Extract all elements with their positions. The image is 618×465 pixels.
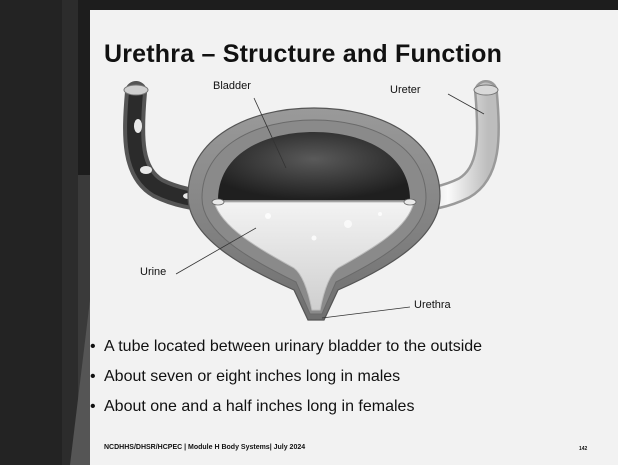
bullet-marker: • bbox=[90, 368, 104, 386]
slide-footer: NCDHHS/DHSR/HCPEC | Module H Body System… bbox=[104, 444, 305, 451]
bladder-diagram: Bladder Ureter Urine Urethra bbox=[118, 78, 538, 328]
bullet-item: •A tube located between urinary bladder … bbox=[90, 338, 482, 356]
bullet-marker: • bbox=[90, 338, 104, 356]
bullet-text: A tube located between urinary bladder t… bbox=[104, 338, 482, 355]
label-urine: Urine bbox=[140, 266, 166, 278]
slide-title: Urethra – Structure and Function bbox=[104, 40, 502, 69]
label-bladder: Bladder bbox=[213, 80, 251, 92]
label-urethra: Urethra bbox=[414, 299, 451, 311]
label-ureter: Ureter bbox=[390, 84, 421, 96]
bullet-list: •A tube located between urinary bladder … bbox=[90, 338, 482, 428]
bullet-marker: • bbox=[90, 398, 104, 416]
page-number: 142 bbox=[579, 446, 587, 452]
bullet-item: •About seven or eight inches long in mal… bbox=[90, 368, 482, 386]
bullet-item: •About one and a half inches long in fem… bbox=[90, 398, 482, 416]
bullet-text: About one and a half inches long in fema… bbox=[104, 398, 414, 415]
bladder-illustration bbox=[118, 78, 538, 328]
bullet-text: About seven or eight inches long in male… bbox=[104, 368, 400, 385]
